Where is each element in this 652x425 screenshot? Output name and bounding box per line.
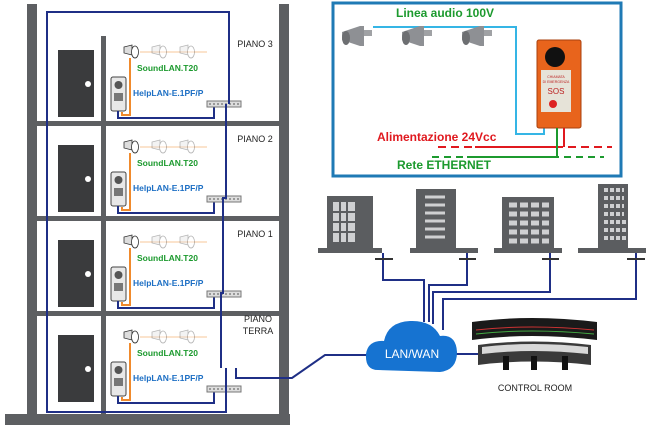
building-network-cables: [46, 11, 378, 413]
network-cable: [117, 106, 215, 119]
horn-speaker-icon: [342, 26, 372, 46]
sos-button: [549, 100, 557, 108]
speaker-icon: [151, 234, 167, 249]
speaker-icon: [179, 139, 195, 154]
door-handle: [85, 271, 91, 277]
speaker-model-label: SoundLAN.T20: [137, 253, 198, 263]
speaker-icon: [151, 139, 167, 154]
backbone-loop: [46, 11, 230, 413]
inset-horn-speakers: [342, 26, 492, 46]
building: [5, 4, 290, 425]
network-cable: [117, 201, 215, 214]
audio-cable: [121, 153, 131, 211]
control-room-label: CONTROL ROOM: [498, 383, 572, 393]
speaker-icon: [151, 44, 167, 59]
sos-panel-text: DI EMERGENZA: [543, 80, 570, 84]
horn-speaker-icon: [462, 26, 492, 46]
horn-speaker-icon: [402, 26, 432, 46]
network-switch-icon: [206, 100, 242, 108]
door-handle: [85, 366, 91, 372]
control-room-icon: [472, 318, 597, 370]
audio-cable: [121, 58, 131, 116]
wan-cables: [375, 253, 645, 355]
speaker-icon: [151, 329, 167, 344]
building-icon: [578, 184, 646, 253]
floor-label: PIANO: [244, 314, 272, 324]
speaker-icon: [123, 329, 139, 344]
speaker-icon: [179, 329, 195, 344]
inner-wall: [101, 36, 106, 416]
lan-wan-cloud: LAN/WAN: [365, 320, 457, 372]
floor-slab: [35, 311, 281, 316]
speaker-icon: [123, 44, 139, 59]
sos-panel-text: CHIAMATA: [547, 75, 565, 79]
panel-model-label: HelpLAN-E.1PF/P: [133, 88, 204, 98]
floor-label: TERRA: [243, 326, 274, 336]
ground-slab: [5, 414, 290, 425]
door-handle: [85, 176, 91, 182]
floor-slab: [35, 121, 281, 126]
audio-cable: [121, 343, 131, 401]
building-icon: [410, 189, 478, 253]
panel-model-label: HelpLAN-E.1PF/P: [133, 373, 204, 383]
network-cable: [117, 391, 215, 404]
building-icon: [494, 197, 562, 253]
network-switch-icon: [206, 385, 242, 393]
floor-label: PIANO 2: [237, 134, 273, 144]
sos-label: SOS: [548, 87, 565, 96]
panel-model-label: HelpLAN-E.1PF/P: [133, 183, 204, 193]
panel-model-label: HelpLAN-E.1PF/P: [133, 278, 204, 288]
speaker-model-label: SoundLAN.T20: [137, 63, 198, 73]
ethernet-label: Rete ETHERNET: [397, 158, 492, 172]
building-to-cloud-cable: [235, 354, 378, 379]
audio-line-label: Linea audio 100V: [396, 6, 494, 20]
audio-cable: [121, 248, 131, 306]
inset-panel: Linea audio 100V CHIAMATA DI EMERGENZA S…: [331, 1, 623, 178]
speaker-icon: [123, 139, 139, 154]
right-wall: [279, 4, 289, 418]
speaker-icon: [179, 234, 195, 249]
floor-label: PIANO 3: [237, 39, 273, 49]
speaker-model-label: SoundLAN.T20: [137, 348, 198, 358]
riser-cable: [220, 104, 227, 368]
remote-buildings: [318, 184, 646, 253]
floor-label: PIANO 1: [237, 229, 273, 239]
left-wall: [27, 4, 37, 418]
speaker-model-label: SoundLAN.T20: [137, 158, 198, 168]
floor-slab: [35, 216, 281, 221]
speaker-icon: [123, 234, 139, 249]
cloud-label: LAN/WAN: [385, 347, 439, 361]
door-handle: [85, 81, 91, 87]
power-label: Alimentazione 24Vcc: [377, 130, 497, 144]
speaker-icon: [179, 44, 195, 59]
network-cable: [117, 296, 215, 309]
sos-call-box: CHIAMATA DI EMERGENZA SOS: [536, 39, 582, 129]
building-icon: [318, 196, 382, 253]
